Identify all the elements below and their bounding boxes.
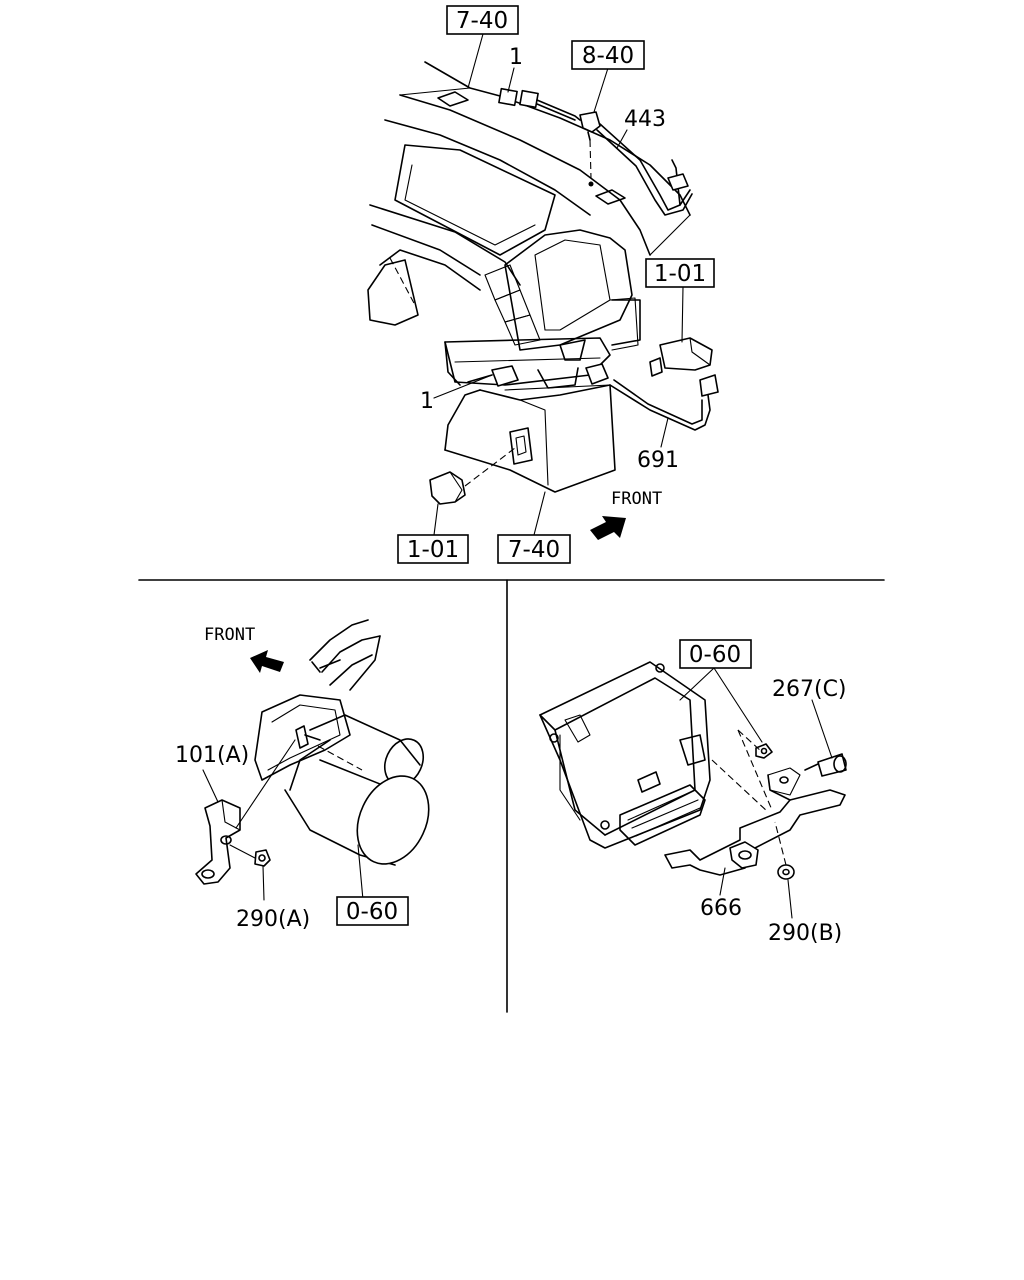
callout-101a: 101(A): [175, 743, 249, 768]
callout-691: 691: [637, 448, 679, 473]
callout-290a: 290(A): [236, 907, 310, 932]
ref-box-label: 7-40: [456, 8, 508, 34]
ref-box-7-40-bottom: 7-40: [497, 534, 571, 564]
front-label-top: FRONT: [611, 489, 662, 509]
ref-box-8-40: 8-40: [571, 40, 645, 70]
leader-0-60-left: [357, 844, 364, 901]
top-view-leaders: [433, 33, 684, 536]
front-arrow-top-icon: [590, 516, 626, 540]
callout-666: 666: [700, 896, 742, 921]
front-label-left: FRONT: [204, 625, 255, 645]
leader-290a: [262, 865, 265, 901]
ref-box-1-01-bottom: 1-01: [397, 534, 469, 564]
callout-267c: 267(C): [772, 677, 847, 702]
leader-101a: [202, 769, 219, 803]
front-arrow-left-icon: [250, 650, 284, 673]
ref-box-1-01-right: 1-01: [645, 258, 715, 288]
callout-1-lower: 1: [420, 389, 434, 414]
leader-666: [719, 867, 726, 896]
callout-1-top: 1: [509, 45, 523, 70]
motor-assembly: [195, 619, 430, 885]
leader-0-60-right-a: [679, 667, 715, 701]
ref-box-7-40-top: 7-40: [446, 5, 519, 35]
ref-box-label: 0-60: [346, 899, 398, 925]
ref-box-label: 1-01: [407, 537, 459, 563]
leader-0-60-right-b: [713, 667, 763, 743]
callout-290b: 290(B): [768, 921, 842, 946]
leader-267c: [811, 699, 833, 759]
ref-box-label: 7-40: [508, 537, 560, 563]
control-unit-assembly: [539, 661, 847, 880]
ref-box-0-60-right: 0-60: [679, 639, 752, 669]
leader-290b: [787, 879, 793, 919]
ref-box-label: 8-40: [582, 43, 634, 69]
ref-box-label: 0-60: [689, 642, 741, 668]
ref-box-0-60-left: 0-60: [336, 896, 409, 926]
instrument-panel-assembly: [367, 61, 719, 505]
callout-443: 443: [624, 107, 666, 132]
ref-box-label: 1-01: [654, 261, 706, 287]
